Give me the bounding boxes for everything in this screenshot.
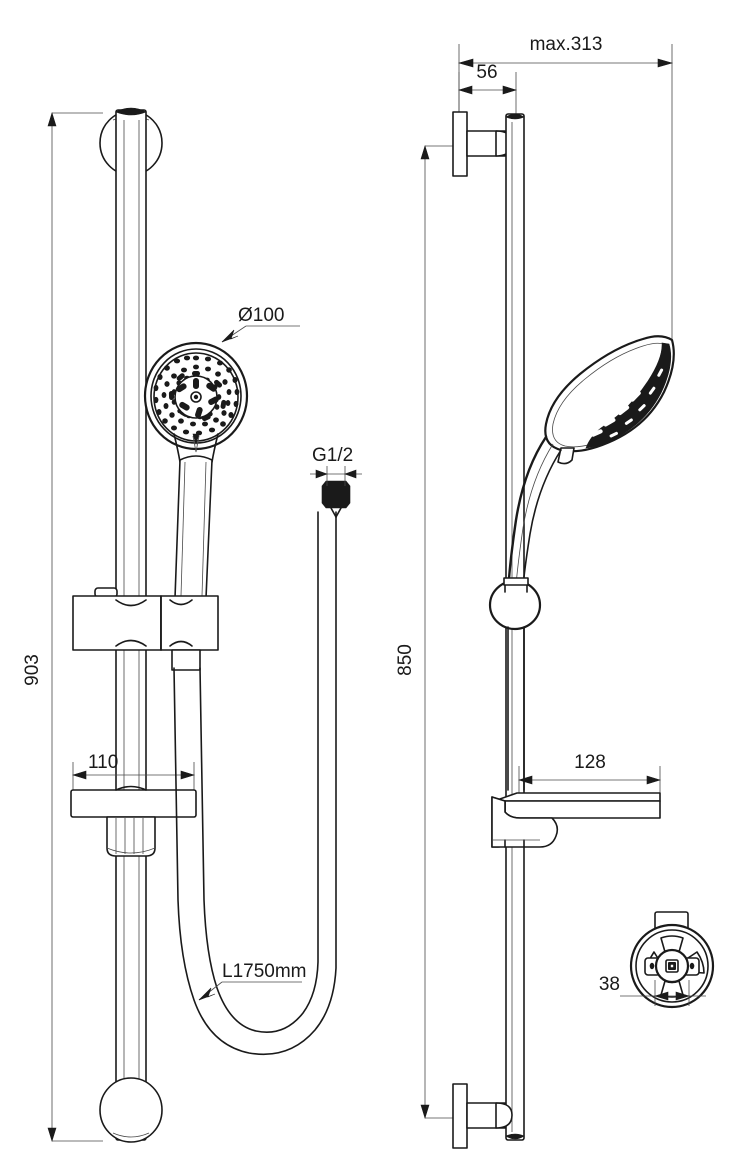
dimension-38: 38	[599, 974, 706, 1006]
dimension-label-max-313: max.313	[530, 34, 603, 55]
handle-lower-front	[171, 649, 201, 671]
side-elevation-view: max.313 56 850	[395, 34, 715, 1149]
dimension-label-850: 850	[395, 644, 416, 676]
dimension-height-903: 903	[22, 111, 103, 1143]
soap-dish-side	[491, 792, 661, 848]
dimension-label-110: 110	[88, 752, 118, 773]
front-elevation-view: 903	[22, 107, 362, 1143]
slider-bracket-front	[72, 587, 219, 651]
dimension-label-hose-length: L1750mm	[222, 961, 307, 982]
hand-shower-front	[143, 341, 249, 651]
dimension-label-56: 56	[476, 62, 497, 83]
shower-hose-front	[173, 511, 337, 1056]
dimension-56: 56	[457, 62, 518, 118]
slider-bracket-side	[488, 577, 542, 631]
dimension-thread-g12: G1/2	[310, 445, 362, 486]
dimension-label-diameter-100: Ø100	[238, 305, 284, 326]
bottom-wall-bracket	[99, 1077, 163, 1143]
spray-nozzles	[153, 355, 240, 436]
hand-shower-side	[506, 335, 675, 602]
hose-coupling-nut	[321, 480, 351, 518]
handle-lower-side	[507, 626, 525, 791]
holder-detail-view	[629, 911, 715, 1009]
dimension-width-110: 110	[71, 752, 196, 792]
dimension-label-g12: G1/2	[312, 445, 353, 466]
dimension-hose-length: L1750mm	[198, 961, 307, 1001]
dimension-height-850: 850	[395, 144, 473, 1120]
dimension-label-128: 128	[574, 752, 606, 773]
bottom-wall-bracket-side	[452, 1083, 513, 1149]
spray-selector-hub	[174, 375, 219, 419]
dimension-label-903: 903	[22, 654, 43, 686]
soap-dish-front	[70, 785, 197, 857]
top-wall-bracket-side	[452, 111, 513, 177]
dimension-diameter-100: Ø100	[221, 305, 300, 343]
dimension-label-38: 38	[599, 974, 620, 995]
